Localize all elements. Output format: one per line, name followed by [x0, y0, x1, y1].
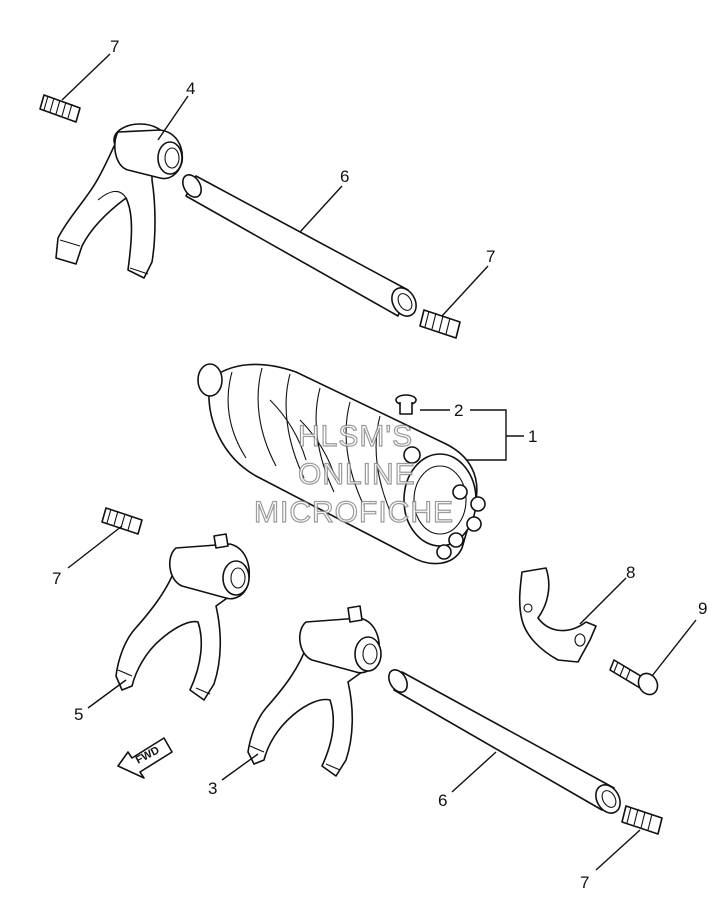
spring-7-upper-right [419, 309, 461, 339]
watermark-line-1: HLSM'S [298, 420, 413, 453]
watermark-line-2: ONLINE [298, 458, 416, 491]
shift-fork-5 [115, 533, 250, 701]
callout-7-top-left: 7 [110, 37, 119, 56]
callout-7-middle-left: 7 [52, 569, 61, 588]
spring-7-top-left [39, 94, 81, 123]
callout-5: 5 [74, 705, 83, 724]
pin-2 [395, 394, 417, 415]
callout-7-upper-right: 7 [486, 247, 495, 266]
shift-fork-3 [247, 605, 382, 777]
callout-6-lower: 6 [438, 791, 447, 810]
callout-4: 4 [186, 79, 195, 98]
shift-drum-assembly-1 [197, 363, 486, 565]
shift-fork-4 [55, 123, 184, 279]
callout-3: 3 [208, 779, 217, 798]
callout-9: 9 [698, 599, 707, 618]
callout-6-upper: 6 [340, 167, 349, 186]
callout-1: 1 [528, 427, 537, 446]
stopper-plate-8 [518, 567, 597, 663]
callout-8: 8 [626, 563, 635, 582]
fwd-direction-arrow: FWD [117, 737, 173, 779]
callout-numbers: 7 4 6 7 2 1 7 8 9 5 3 6 7 [52, 37, 707, 892]
watermark-line-3: MICROFICHE [254, 496, 454, 529]
screw-9 [609, 659, 659, 696]
shift-shaft-6-lower [388, 669, 621, 814]
leader-lines [61, 53, 697, 871]
spring-7-bottom-right [621, 805, 663, 835]
shift-shaft-6-upper [182, 174, 417, 317]
spring-7-middle-left [101, 507, 143, 535]
watermark: HLSM'S ONLINE MICROFICHE [253, 419, 454, 529]
callout-7-bottom-right: 7 [580, 873, 589, 892]
callout-2: 2 [454, 401, 463, 420]
